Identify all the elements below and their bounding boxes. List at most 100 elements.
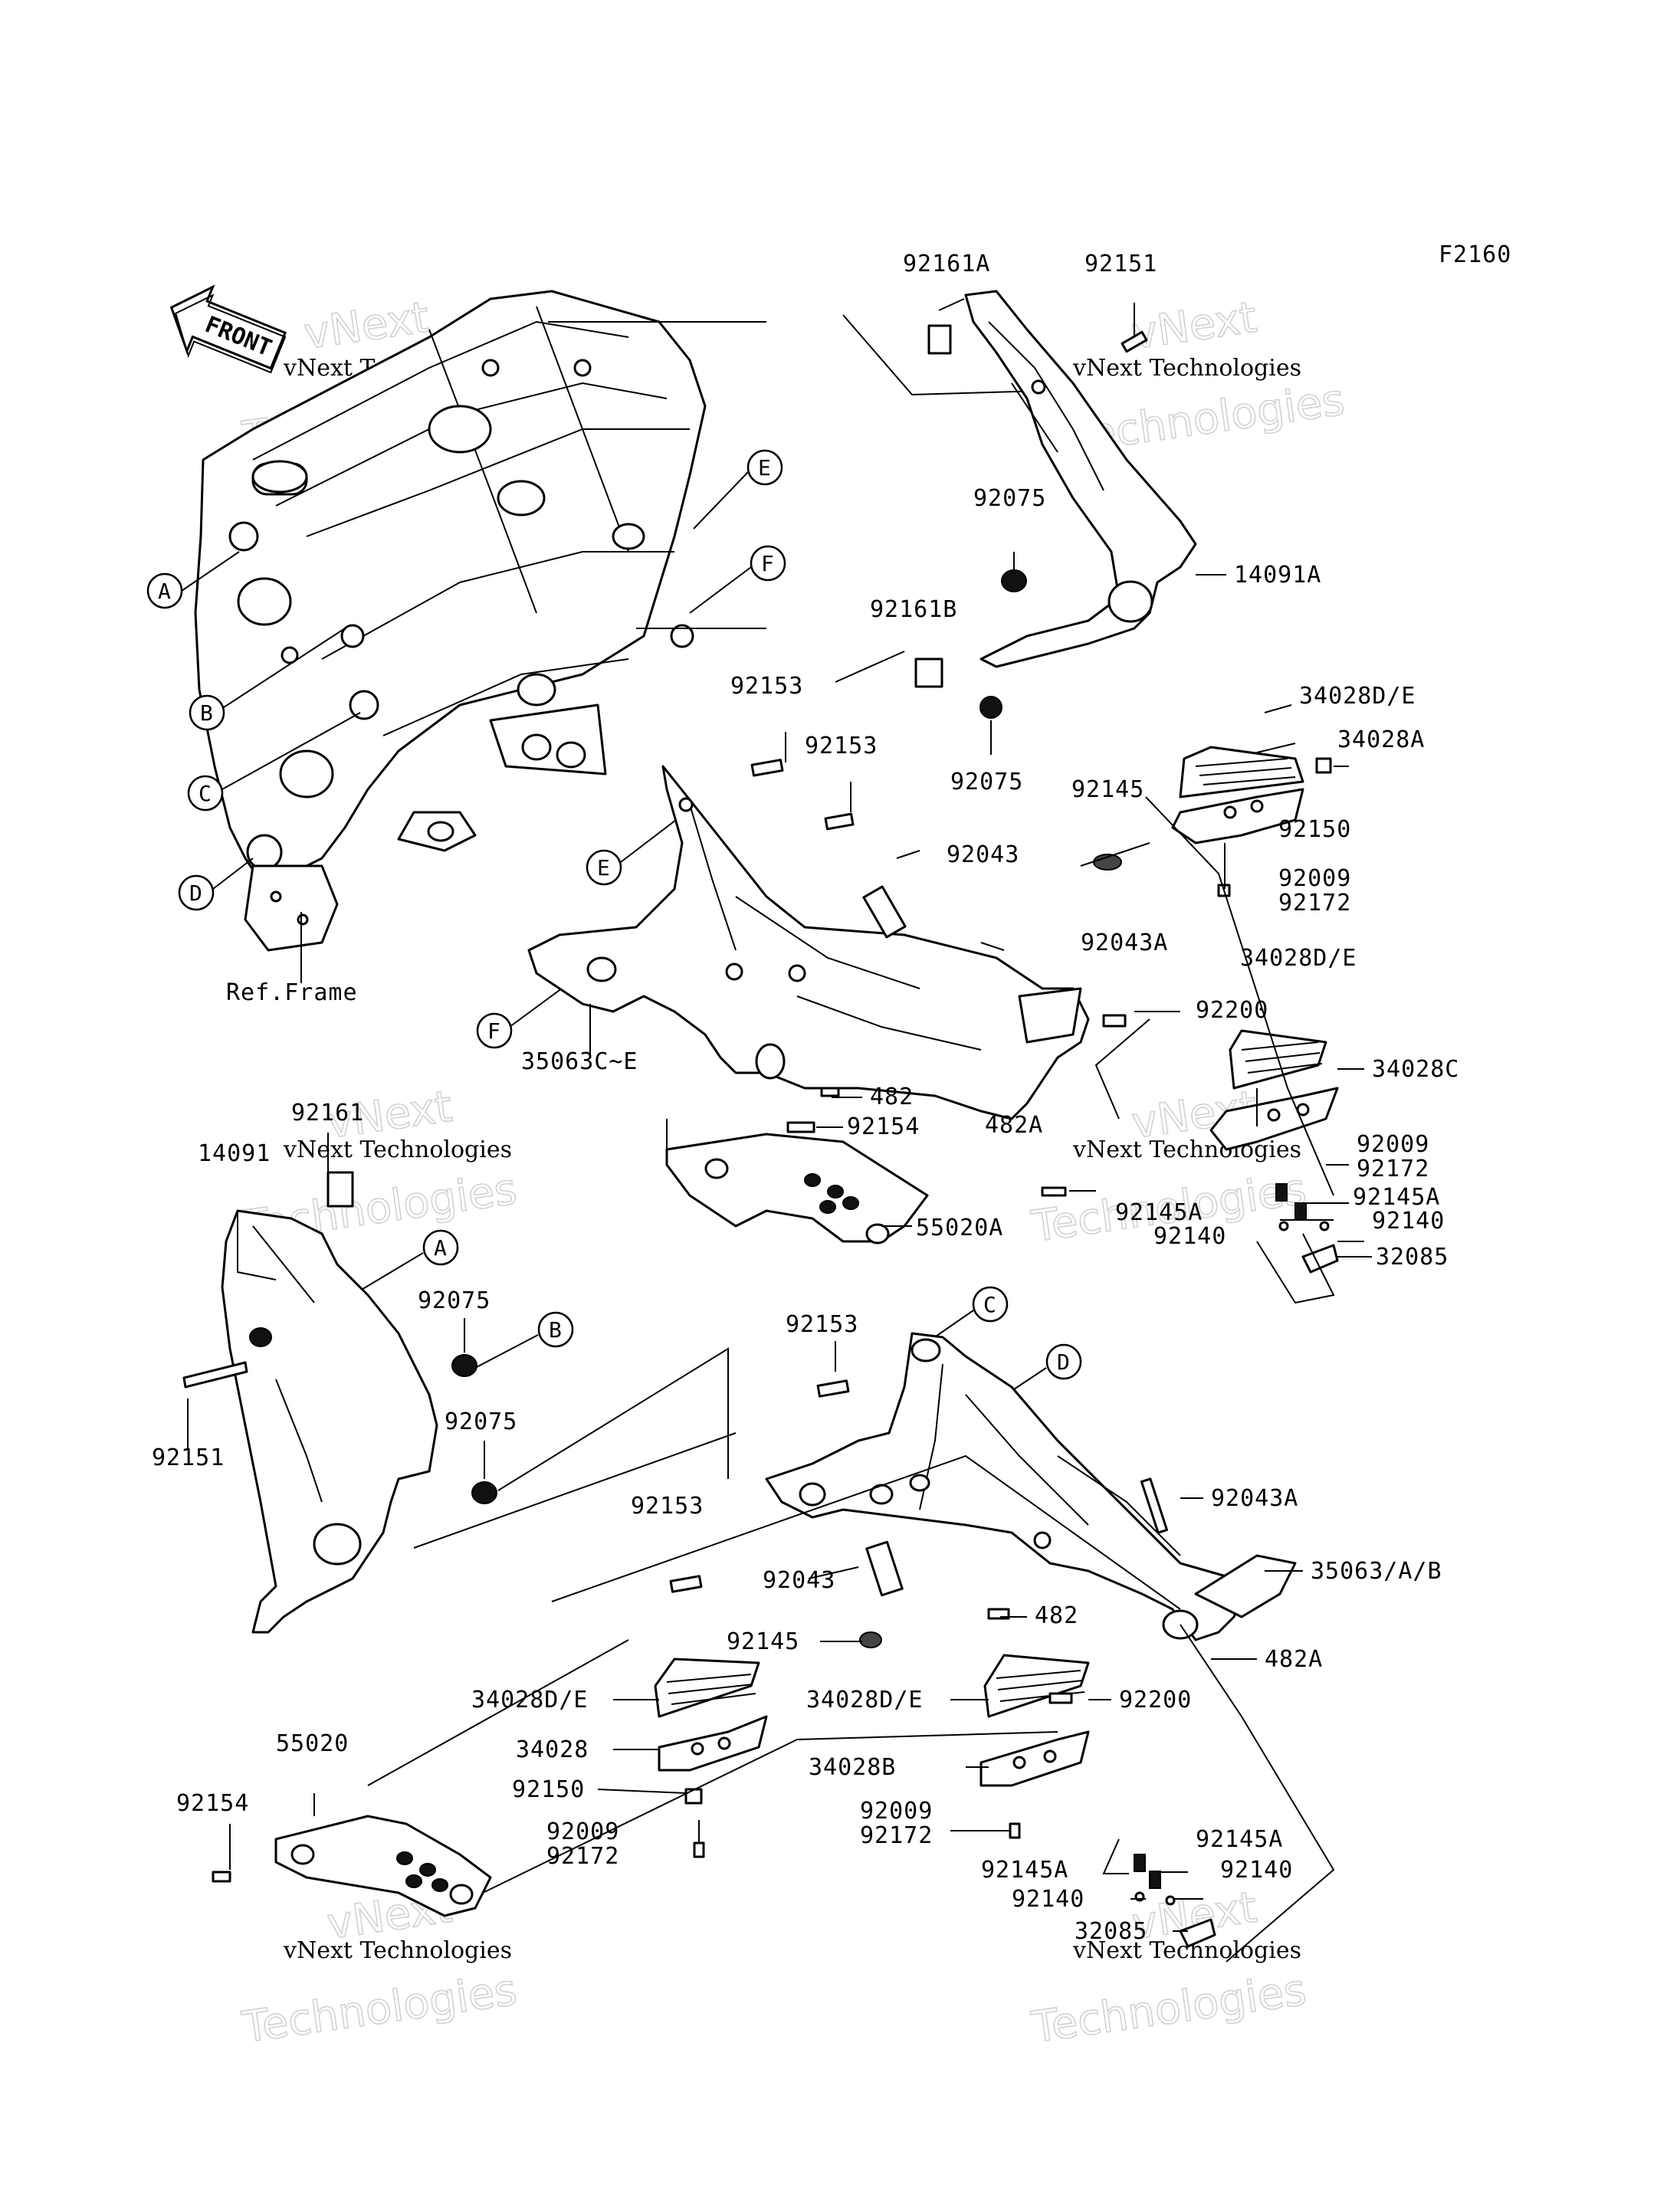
- part-label: 55020: [276, 1730, 349, 1757]
- part-label: 92154: [176, 1790, 249, 1817]
- part-label: 92009: [546, 1818, 619, 1845]
- svg-text:E: E: [758, 455, 771, 480]
- callout-f-frame: F: [689, 545, 786, 614]
- heel-guard-lower: [212, 1815, 492, 1917]
- footpeg-lower-right: [979, 1654, 1216, 1948]
- footpeg-lower-left: [654, 1658, 768, 1858]
- callout-e-frame: E: [693, 449, 783, 530]
- part-label: 92151: [1084, 251, 1157, 277]
- leader-lines: [187, 298, 1372, 1963]
- callout-c-frame: C: [187, 712, 361, 812]
- part-label: 92009: [860, 1798, 933, 1825]
- part-label: 34028C: [1372, 1056, 1459, 1083]
- part-labels: 92161A 92151 92075 14091A 92161B 92153 9…: [152, 251, 1459, 1945]
- part-label: 34028A: [1337, 726, 1425, 753]
- part-label: 92161A: [903, 251, 990, 277]
- part-label: 92172: [860, 1822, 933, 1849]
- callouts: A B C D E F E: [146, 449, 1082, 1407]
- ref-frame-label: Ref.Frame: [226, 979, 358, 1006]
- part-label: 92145A: [1115, 1199, 1203, 1226]
- part-label: 92145A: [981, 1857, 1068, 1884]
- part-label: 92172: [546, 1843, 619, 1870]
- svg-text:B: B: [200, 700, 213, 726]
- part-label: 482A: [985, 1112, 1043, 1139]
- part-label: 92153: [786, 1311, 858, 1338]
- svg-text:C: C: [983, 1292, 996, 1317]
- part-label: 92153: [805, 733, 878, 759]
- part-label: 92009: [1278, 865, 1351, 892]
- part-label: 14091A: [1234, 562, 1321, 589]
- part-label: 34028D/E: [806, 1687, 924, 1713]
- part-label: 92172: [1278, 890, 1351, 917]
- part-label: 92009: [1357, 1131, 1429, 1158]
- callout-e-bracket: E: [586, 812, 687, 886]
- part-label: 92200: [1119, 1687, 1192, 1713]
- part-label: 34028B: [809, 1754, 896, 1781]
- part-label: 92151: [152, 1444, 225, 1471]
- svg-text:A: A: [158, 579, 171, 604]
- part-label: 92154: [847, 1113, 920, 1140]
- watermark-brand: Technologies: [239, 1965, 520, 2053]
- watermark-caption: vNext Technologies: [1072, 355, 1301, 382]
- part-label: 92075: [950, 769, 1023, 795]
- part-label: 32085: [1376, 1244, 1449, 1271]
- svg-text:F: F: [487, 1018, 500, 1044]
- watermark-caption: vNext Technologies: [283, 1937, 512, 1964]
- part-label: 482A: [1265, 1646, 1323, 1673]
- figure-code: F2160: [1439, 241, 1511, 268]
- svg-text:A: A: [434, 1235, 447, 1261]
- callout-a-frame: A: [146, 551, 240, 609]
- svg-text:C: C: [199, 781, 212, 806]
- part-label: 35063C~E: [521, 1048, 638, 1075]
- part-label: 55020A: [916, 1215, 1003, 1241]
- part-label: 92145: [1071, 776, 1144, 803]
- part-label: 92153: [631, 1493, 704, 1520]
- svg-text:D: D: [1057, 1349, 1070, 1375]
- part-label: 92161B: [870, 596, 957, 623]
- svg-text:F: F: [761, 551, 774, 576]
- part-label: 92043: [947, 841, 1019, 868]
- part-label: 14091: [198, 1140, 271, 1167]
- watermark-brand: Technologies: [1029, 1965, 1309, 2053]
- part-label: 92140: [1012, 1886, 1084, 1913]
- part-label: 92140: [1372, 1208, 1445, 1235]
- part-label: 482: [1035, 1602, 1078, 1629]
- part-label: 92043A: [1211, 1485, 1298, 1512]
- part-label: 92075: [445, 1408, 517, 1435]
- callout-a-cover: A: [352, 1229, 459, 1296]
- watermark-caption: vNext Technologies: [1072, 1136, 1301, 1163]
- reference-frame: [194, 290, 1066, 983]
- fasteners: [669, 330, 1231, 1593]
- part-label: 92145A: [1196, 1826, 1283, 1853]
- part-label: 92145: [727, 1628, 799, 1655]
- side-cover-left: [182, 1171, 497, 1634]
- watermark-bottom-left: vNext Technologies vNext Technologies: [238, 1882, 520, 2054]
- part-label: 92140: [1220, 1857, 1293, 1884]
- part-label: 34028D/E: [1299, 683, 1416, 710]
- part-label: 92161: [291, 1100, 364, 1126]
- part-label: 92043A: [1081, 930, 1168, 956]
- part-label: 92150: [1278, 816, 1351, 843]
- part-label: 92043: [763, 1567, 835, 1594]
- part-label: 34028: [516, 1736, 589, 1763]
- part-label: 92075: [418, 1287, 491, 1314]
- callout-b-frame: B: [189, 628, 346, 731]
- part-label: 92075: [973, 485, 1046, 512]
- watermark-brand: vNext: [1129, 293, 1260, 359]
- part-label: 92172: [1357, 1156, 1429, 1182]
- part-label: 34028D/E: [1240, 945, 1357, 972]
- svg-text:B: B: [549, 1317, 562, 1343]
- callout-d-frame: D: [178, 857, 254, 911]
- side-cover-right: [927, 290, 1197, 668]
- part-label: 482: [870, 1084, 914, 1110]
- svg-text:E: E: [597, 855, 610, 880]
- bracket-upper: [527, 765, 1090, 1244]
- svg-text:D: D: [189, 880, 202, 906]
- part-label: 35063/A/B: [1311, 1558, 1442, 1585]
- part-label: 92153: [730, 673, 803, 700]
- part-label: 92200: [1196, 997, 1268, 1024]
- part-label: 32085: [1075, 1918, 1147, 1945]
- watermark-caption: vNext Technologies: [283, 1136, 512, 1163]
- front-arrow-icon: FRONT: [169, 284, 287, 374]
